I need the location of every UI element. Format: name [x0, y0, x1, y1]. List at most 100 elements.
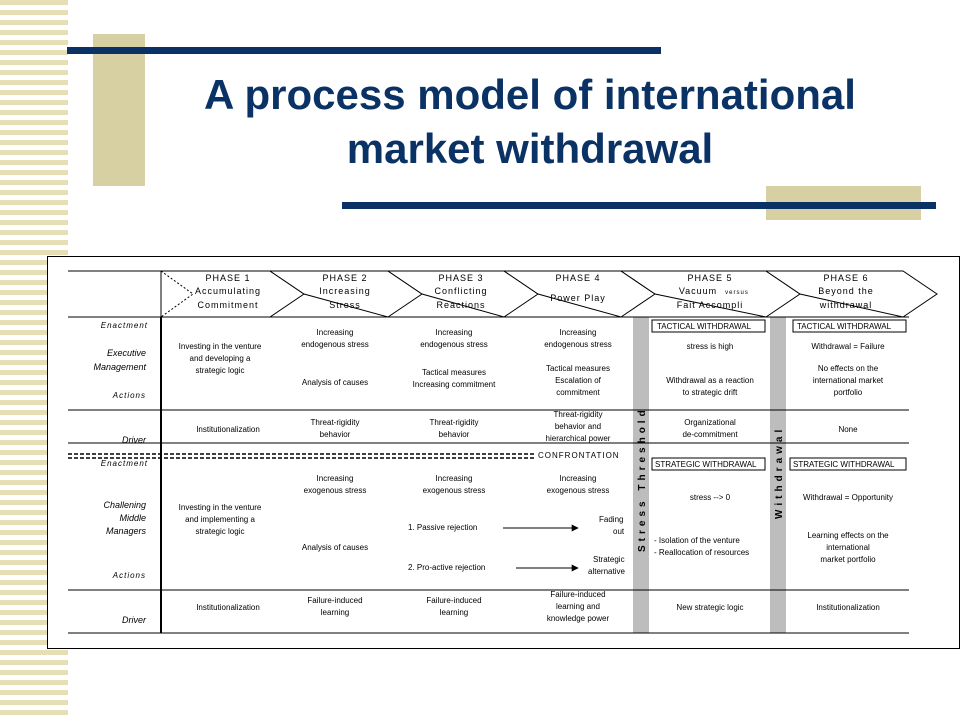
- middle-p1-line2: and implementing a: [185, 515, 255, 524]
- strategic-withdrawal-label-p5: STRATEGIC WITHDRAWAL: [655, 460, 757, 469]
- stress-threshold-band: [633, 317, 649, 633]
- middle-driver-p4-3: knowledge power: [547, 614, 610, 623]
- middle-driver-p6: Institutionalization: [816, 603, 880, 612]
- challenging-label-3: Managers: [106, 526, 147, 536]
- exec-p5-action-1: Withdrawal as a reaction: [666, 376, 754, 385]
- exec-p3-action-2: Increasing commitment: [413, 380, 496, 389]
- exec-p4-action-3: commitment: [556, 388, 600, 397]
- title-rule-top: [67, 47, 661, 54]
- olive-block-top: [93, 34, 145, 186]
- exec-p2-enact-1: Increasing: [317, 328, 354, 337]
- exec-p6-action-1: No effects on the: [818, 364, 879, 373]
- exec-p1-line1: Investing in the venture: [179, 342, 262, 351]
- middle-p3-option-2: 2. Pro-active rejection: [408, 563, 485, 572]
- enactment-label-exec: Enactment: [101, 321, 148, 330]
- middle-p2-action: Analysis of causes: [302, 543, 368, 552]
- title-line-1: A process model of international: [204, 71, 856, 118]
- phase-5-line1: Vacuum: [679, 286, 717, 296]
- stress-threshold-label: Stress Threshold: [637, 406, 648, 552]
- exec-p2-enact-2: endogenous stress: [301, 340, 369, 349]
- exec-p4-enact-1: Increasing: [560, 328, 597, 337]
- exec-driver-p3-1: Threat-rigidity: [430, 418, 479, 427]
- middle-driver-p3-2: learning: [440, 608, 468, 617]
- executive-label-2: Management: [93, 362, 146, 372]
- tactical-withdrawal-label-p5: TACTICAL WITHDRAWAL: [657, 322, 752, 331]
- phase-5-chevron: [619, 270, 801, 318]
- middle-driver-p4-2: learning and: [556, 602, 600, 611]
- middle-p5-action-2: - Reallocation of resources: [654, 548, 749, 557]
- phase-3-name: PHASE 3: [438, 273, 483, 283]
- exec-driver-p5-1: Organizational: [684, 418, 736, 427]
- middle-p4-option-1b: out: [613, 527, 625, 536]
- middle-driver-p1: Institutionalization: [196, 603, 260, 612]
- phase-3-chevron: [386, 270, 539, 318]
- phase-2-chevron: [268, 270, 423, 318]
- withdrawal-band: [770, 317, 786, 633]
- phase-4-name: PHASE 4: [555, 273, 600, 283]
- exec-driver-p3-2: behavior: [439, 430, 470, 439]
- exec-p4-enact-2: endogenous stress: [544, 340, 612, 349]
- middle-p6-action-3: market portfolio: [820, 555, 876, 564]
- title-rule-bottom: [342, 202, 936, 209]
- exec-driver-p4-2: behavior and: [555, 422, 601, 431]
- executive-label-1: Executive: [107, 348, 146, 358]
- exec-p4-action-2: Escalation of: [555, 376, 602, 385]
- exec-driver-p4-3: hierarchical power: [546, 434, 611, 443]
- phase-1-line2: Commitment: [197, 300, 258, 310]
- diagram-svg: PHASE 1 Accumulating Commitment PHASE 2 …: [68, 270, 938, 634]
- tactical-withdrawal-box-p6: [792, 319, 907, 333]
- driver-label-middle: Driver: [122, 615, 147, 625]
- phase-5-line2: Fait Accompli: [677, 300, 744, 310]
- middle-p4-option-2a: Strategic: [593, 555, 625, 564]
- middle-driver-p5: New strategic logic: [676, 603, 743, 612]
- middle-p2-enact-2: exogenous stress: [304, 486, 367, 495]
- middle-driver-p4-1: Failure-induced: [550, 590, 605, 599]
- middle-p2-enact-1: Increasing: [317, 474, 354, 483]
- phase-2-name: PHASE 2: [322, 273, 367, 283]
- exec-p4-action-1: Tactical measures: [546, 364, 610, 373]
- strategic-withdrawal-box-p6: [789, 457, 907, 471]
- exec-p3-action-1: Tactical measures: [422, 368, 486, 377]
- exec-driver-p2-1: Threat-rigidity: [311, 418, 360, 427]
- phase-6-line1: Beyond the: [818, 286, 874, 296]
- phase-6-line2: withdrawal: [819, 300, 873, 310]
- enactment-label-middle: Enactment: [101, 459, 148, 468]
- exec-p6-action-2: international market: [813, 376, 884, 385]
- middle-p3-enact-2: exogenous stress: [423, 486, 486, 495]
- phase-2-line2: Stress: [329, 300, 361, 310]
- exec-p1-line3: strategic logic: [196, 366, 245, 375]
- phase-3-line2: Reactions: [436, 300, 485, 310]
- challenging-label-2: Middle: [119, 513, 146, 523]
- phase-5-line1-small: versus: [725, 290, 749, 296]
- title-line-2: market withdrawal: [346, 125, 714, 172]
- middle-p4-enact-1: Increasing: [560, 474, 597, 483]
- phase-1-name: PHASE 1: [205, 273, 250, 283]
- exec-driver-p4-1: Threat-rigidity: [554, 410, 603, 419]
- phase-6-chevron: [764, 270, 938, 318]
- phase-4-line1: Power Play: [550, 293, 606, 303]
- exec-p3-enact-2: endogenous stress: [420, 340, 488, 349]
- middle-p3-enact-1: Increasing: [436, 474, 473, 483]
- actions-label-exec: Actions: [112, 391, 146, 400]
- exec-p3-enact-1: Increasing: [436, 328, 473, 337]
- strategic-withdrawal-box-p5: [651, 457, 766, 471]
- middle-p4-option-1a: Fading: [599, 515, 623, 524]
- phase-6-name: PHASE 6: [823, 273, 868, 283]
- exec-driver-p5-2: de-commitment: [682, 430, 738, 439]
- middle-p5-enact: stress --> 0: [690, 493, 731, 502]
- exec-p5-enact: stress is high: [687, 342, 734, 351]
- phase-5-name: PHASE 5: [687, 273, 732, 283]
- middle-p1-line3: strategic logic: [196, 527, 245, 536]
- confrontation-label: CONFRONTATION: [538, 451, 620, 460]
- middle-p6-enact: Withdrawal = Opportunity: [803, 493, 893, 502]
- exec-driver-p6: None: [838, 425, 858, 434]
- withdrawal-label: Withdrawal: [774, 426, 785, 519]
- tactical-withdrawal-box-p5: [651, 319, 766, 333]
- exec-p2-action: Analysis of causes: [302, 378, 368, 387]
- page-title: A process model of international market …: [150, 68, 910, 176]
- exec-driver-p1: Institutionalization: [196, 425, 260, 434]
- middle-driver-p2-1: Failure-induced: [307, 596, 362, 605]
- middle-driver-p2-2: learning: [321, 608, 349, 617]
- phase-3-line1: Conflicting: [434, 286, 487, 296]
- exec-p1-line2: and developing a: [190, 354, 251, 363]
